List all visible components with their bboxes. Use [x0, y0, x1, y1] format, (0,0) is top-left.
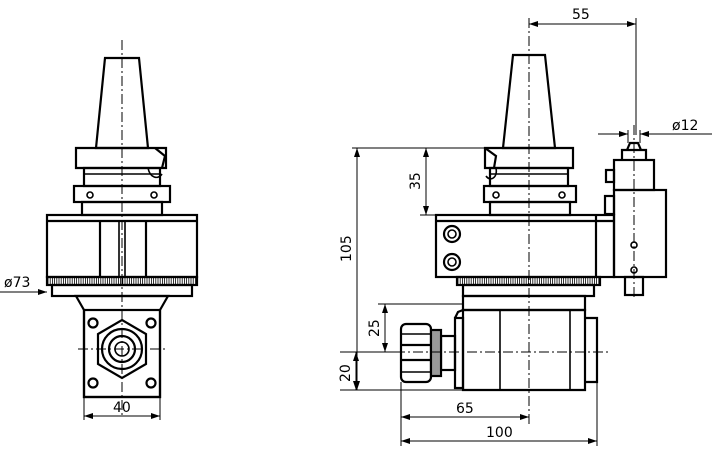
screw-top-right	[145, 317, 157, 329]
side-view: 55 ø12 35 105 25 20	[338, 7, 712, 446]
dim-overall-height: 105	[339, 235, 355, 262]
side-nut-ribs	[431, 330, 441, 376]
front-view: ø73 40	[0, 40, 199, 420]
side-bolt-top	[442, 224, 462, 244]
front-flange	[74, 146, 168, 170]
side-lower-housing	[461, 294, 587, 312]
dim-spindle-offset: 25	[367, 319, 383, 337]
screw-bottom-left	[87, 377, 99, 389]
screw-top-left	[87, 317, 99, 329]
dim-top-offset: 55	[572, 7, 590, 23]
side-collet-nut	[399, 322, 433, 384]
screw-bottom-right	[145, 377, 157, 389]
front-collar-hole-right	[150, 191, 158, 199]
front-hex-nut	[96, 318, 148, 380]
dim-front-diameter: ø73	[4, 275, 30, 291]
dim-flange-height: 35	[408, 172, 424, 190]
side-bolt-bottom	[442, 252, 462, 272]
dim-overall-length: 100	[486, 425, 513, 441]
dim-front-width: 40	[113, 400, 131, 416]
dim-spindle-length: 65	[456, 401, 474, 417]
side-clamp-housing	[612, 188, 668, 279]
side-scale-ring	[457, 277, 600, 285]
side-body	[434, 213, 616, 279]
dim-shaft-diameter: ø12	[672, 118, 698, 134]
dim-base-offset: 20	[338, 364, 354, 382]
front-collar-hole-left	[86, 191, 94, 199]
